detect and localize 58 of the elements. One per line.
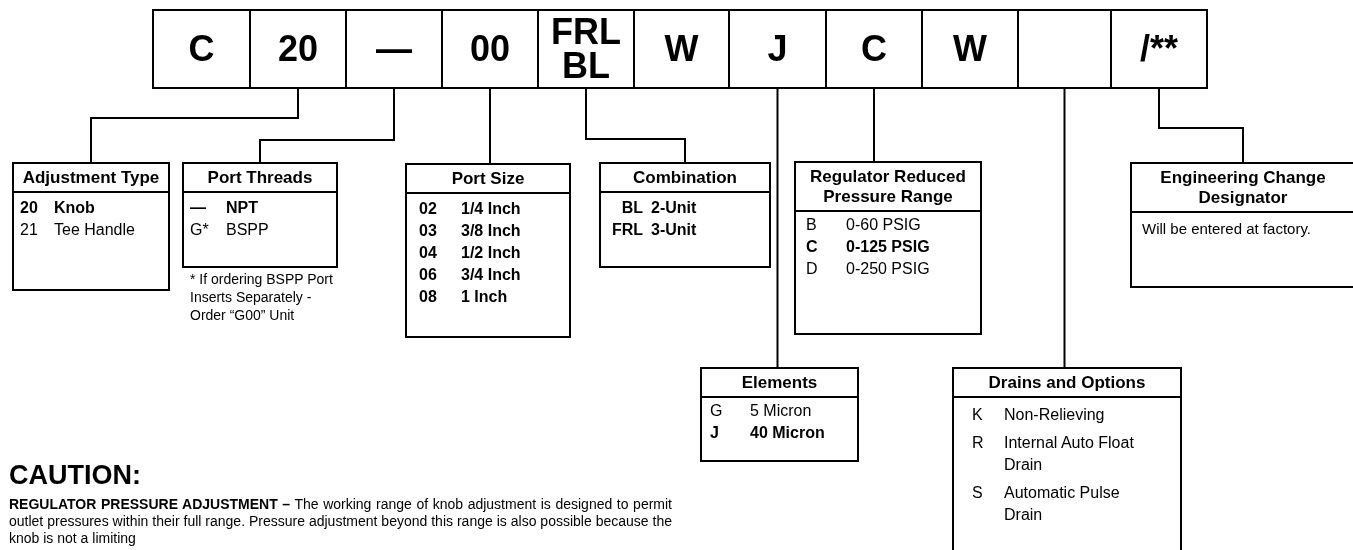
leader-line	[585, 88, 686, 163]
leader-line	[776, 88, 779, 368]
table-heading: Elements	[702, 369, 857, 398]
table-heading: Port Threads	[184, 164, 336, 193]
option-row-text: K Non-Relieving	[972, 405, 1106, 425]
leader-line	[1158, 88, 1244, 163]
code-box: 20	[249, 9, 347, 89]
table-heading: Combination	[601, 164, 769, 193]
option-row-text: B 0-60 PSIG	[806, 215, 922, 235]
option-row-text: 06 3/4 Inch	[419, 265, 522, 285]
option-row-text: 21 Tee Handle	[20, 220, 136, 240]
option-row-text: 03 3/8 Inch	[419, 221, 522, 241]
option-table	[405, 163, 571, 338]
table-heading: Adjustment Type	[14, 164, 168, 193]
leader-line	[259, 88, 395, 163]
option-table	[599, 162, 771, 268]
code-box: W	[633, 9, 730, 89]
option-row-text: 08 1 Inch	[419, 287, 509, 307]
code-box: /**	[1110, 9, 1208, 89]
option-row-text: 04 1/2 Inch	[419, 243, 522, 263]
option-row-text: C 0-125 PSIG	[806, 237, 931, 257]
table-heading: Regulator Reduced Pressure Range	[796, 163, 980, 212]
option-row-text: G 5 Micron	[710, 401, 813, 421]
code-box: C	[825, 9, 923, 89]
option-row-text: R Internal Auto Float Drain	[972, 433, 1135, 475]
option-table	[1130, 162, 1353, 288]
leader-line	[90, 88, 299, 163]
option-table	[12, 162, 170, 291]
leader-line	[1063, 88, 1066, 368]
option-row-text: S Automatic Pulse Drain	[972, 483, 1121, 525]
code-box: J	[728, 9, 827, 89]
option-table	[952, 367, 1182, 550]
option-row-text: 20 Knob	[20, 198, 96, 218]
caution-heading: CAUTION:	[9, 460, 141, 491]
option-row-text: BL 2-Unit	[620, 198, 698, 218]
option-table	[700, 367, 859, 462]
code-box: 00	[441, 9, 539, 89]
table-text: Will be entered at factory.	[1142, 219, 1312, 239]
table-heading: Port Size	[407, 165, 569, 194]
code-box: FRL BL	[537, 9, 635, 89]
option-row-text: G* BSPP	[190, 220, 270, 240]
option-table	[794, 161, 982, 335]
option-table	[182, 162, 338, 268]
table-heading: Engineering Change Designator	[1132, 164, 1353, 213]
footnote: * If ordering BSPP Port Inserts Separately - Order “G00” Unit	[190, 270, 334, 324]
leader-line	[489, 88, 491, 164]
caution-paragraph: REGULATOR PRESSURE ADJUSTMENT – The working range of knob adjustment is designed to permit outlet pressures within their full range. Pressure adjustment beyond this range is also possible because the knob is not a limiting	[9, 496, 672, 547]
code-box	[1017, 9, 1112, 89]
code-box: —	[345, 9, 443, 89]
option-row-text: FRL 3-Unit	[610, 220, 698, 240]
table-heading: Drains and Options	[954, 369, 1180, 398]
option-row-text: — NPT	[190, 198, 259, 218]
option-row-text: 02 1/4 Inch	[419, 199, 522, 219]
code-box: C	[152, 9, 251, 89]
option-row-text: J 40 Micron	[710, 423, 826, 443]
leader-line	[873, 88, 875, 162]
option-row-text: D 0-250 PSIG	[806, 259, 931, 279]
code-box: W	[921, 9, 1019, 89]
